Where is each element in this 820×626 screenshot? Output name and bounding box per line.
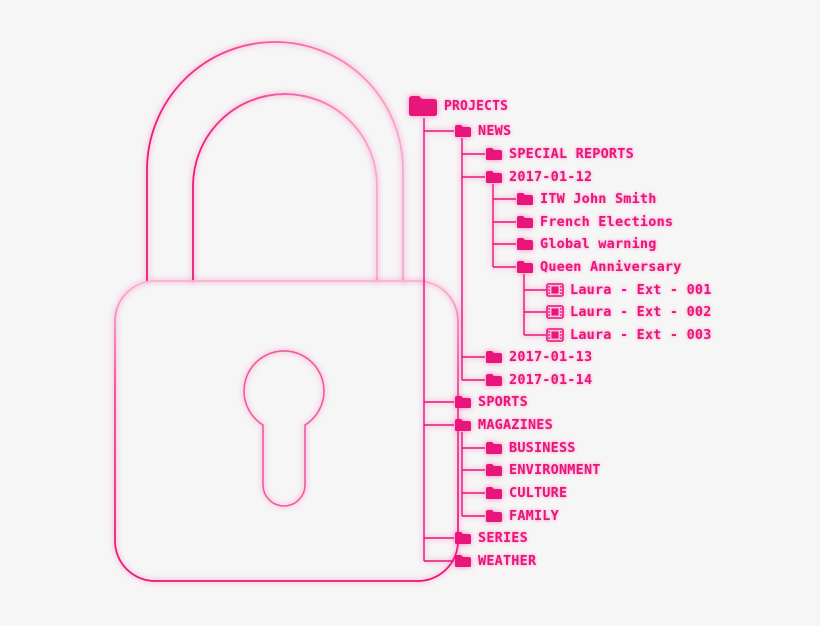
tree-node-special-reports[interactable]: SPECIAL REPORTS bbox=[485, 144, 634, 164]
tree-node-label: SPORTS bbox=[478, 394, 528, 410]
tree-node-2017-01-13[interactable]: 2017-01-13 bbox=[485, 347, 592, 367]
tree-node-2017-01-14[interactable]: 2017-01-14 bbox=[485, 370, 592, 390]
tree-node-label: PROJECTS bbox=[444, 98, 509, 114]
tree-node-label: Global warning bbox=[540, 236, 657, 252]
tree-node-itw-john-smith[interactable]: ITW John Smith bbox=[516, 189, 657, 209]
film-icon bbox=[546, 283, 564, 297]
tree-node-2017-01-12[interactable]: 2017-01-12 bbox=[485, 167, 592, 187]
tree-node-label: 2017-01-13 bbox=[509, 349, 593, 365]
folder-icon bbox=[486, 171, 502, 183]
folder-icon bbox=[486, 487, 502, 499]
tree-node-culture[interactable]: CULTURE bbox=[485, 483, 567, 503]
tree-node-label: ITW John Smith bbox=[540, 191, 657, 207]
folder-icon bbox=[517, 238, 533, 250]
tree-node-label: Queen Anniversary bbox=[540, 259, 682, 275]
folder-icon bbox=[486, 442, 502, 454]
tree-node-label: SERIES bbox=[478, 530, 528, 546]
tree-node-label: Laura - Ext - 003 bbox=[570, 327, 712, 343]
tree-node-label: CULTURE bbox=[509, 485, 568, 501]
tree-node-label: Laura - Ext - 002 bbox=[570, 304, 712, 320]
folder-icon bbox=[409, 96, 437, 116]
tree-node-weather[interactable]: WEATHER bbox=[454, 551, 536, 571]
tree-node-label: SPECIAL REPORTS bbox=[509, 146, 634, 162]
tree-connectors bbox=[423, 118, 546, 562]
tree-node-label: FAMILY bbox=[509, 508, 559, 524]
tree-node-label: WEATHER bbox=[478, 553, 537, 569]
folder-icon bbox=[486, 148, 502, 160]
tree-node-queen-anniversary[interactable]: Queen Anniversary bbox=[516, 257, 682, 277]
tree-node-label: ENVIRONMENT bbox=[509, 462, 601, 478]
tree-node-sports[interactable]: SPORTS bbox=[454, 392, 528, 412]
tree-node-projects[interactable]: PROJECTS bbox=[408, 96, 508, 116]
folder-icon bbox=[486, 374, 502, 386]
tree-node-label: MAGAZINES bbox=[478, 417, 553, 433]
tree-node-series[interactable]: SERIES bbox=[454, 528, 528, 548]
tree-node-label: NEWS bbox=[478, 123, 512, 139]
folder-icon bbox=[455, 396, 471, 408]
tree-node-family[interactable]: FAMILY bbox=[485, 506, 559, 526]
tree-node-environment[interactable]: ENVIRONMENT bbox=[485, 460, 601, 480]
padlock-shackle bbox=[146, 41, 404, 282]
tree-node-french-elections[interactable]: French Elections bbox=[516, 212, 673, 232]
tree-node-business[interactable]: BUSINESS bbox=[485, 438, 576, 458]
tree-node-laura-ext-003[interactable]: Laura - Ext - 003 bbox=[546, 325, 712, 345]
folder-icon bbox=[517, 261, 533, 273]
tree-node-laura-ext-002[interactable]: Laura - Ext - 002 bbox=[546, 302, 712, 322]
folder-icon bbox=[517, 193, 533, 205]
tree-node-global-warning[interactable]: Global warning bbox=[516, 234, 657, 254]
folder-icon bbox=[455, 419, 471, 431]
tree-node-magazines[interactable]: MAGAZINES bbox=[454, 415, 553, 435]
tree-node-laura-ext-001[interactable]: Laura - Ext - 001 bbox=[546, 280, 712, 300]
tree-node-label: Laura - Ext - 001 bbox=[570, 282, 712, 298]
tree-node-label: 2017-01-14 bbox=[509, 372, 593, 388]
folder-icon bbox=[455, 532, 471, 544]
folder-icon bbox=[486, 464, 502, 476]
folder-icon bbox=[486, 510, 502, 522]
film-icon bbox=[546, 305, 564, 319]
folder-icon bbox=[455, 125, 471, 137]
folder-icon bbox=[455, 555, 471, 567]
keyhole-icon bbox=[243, 350, 325, 507]
folder-icon bbox=[517, 216, 533, 228]
tree-node-label: French Elections bbox=[540, 214, 674, 230]
tree-node-label: BUSINESS bbox=[509, 440, 576, 456]
tree-node-label: 2017-01-12 bbox=[509, 169, 593, 185]
padlock-body bbox=[114, 280, 459, 582]
folder-icon bbox=[486, 351, 502, 363]
tree-node-news[interactable]: NEWS bbox=[454, 121, 511, 141]
film-icon bbox=[546, 328, 564, 342]
